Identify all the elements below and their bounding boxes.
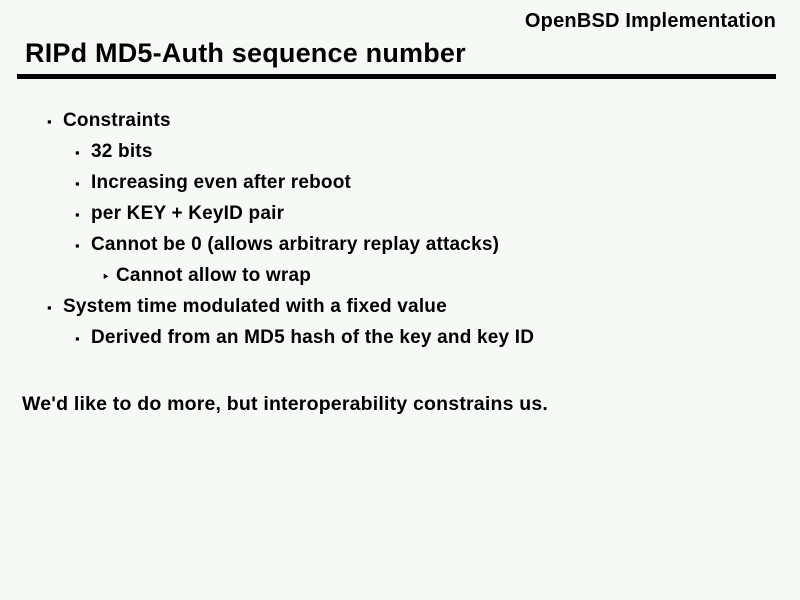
bullet-item: ▪ Increasing even after reboot xyxy=(0,167,780,198)
square-bullet-icon: ▪ xyxy=(75,331,80,346)
bullet-item: ▪ Derived from an MD5 hash of the key and… xyxy=(0,322,780,353)
bullet-text: per KEY + KeyID pair xyxy=(91,203,285,224)
corner-label: OpenBSD Implementation xyxy=(524,10,776,32)
closing-note: We'd like to do more, but interoperabili… xyxy=(22,393,549,415)
square-bullet-icon: ▪ xyxy=(75,207,80,222)
bullet-item: ▪ Constraints xyxy=(0,105,780,136)
title-underline-rule xyxy=(17,74,776,79)
bullet-item: ▪ Cannot be 0 (allows arbitrary replay at… xyxy=(0,229,780,260)
bullet-text: 32 bits xyxy=(91,141,153,162)
bullet-item: ‣ Cannot allow to wrap xyxy=(0,260,780,291)
bullet-text: Derived from an MD5 hash of the key and … xyxy=(91,327,535,348)
square-bullet-icon: ▪ xyxy=(75,176,80,191)
bullet-item: ▪ per KEY + KeyID pair xyxy=(0,198,780,229)
bullet-list: ▪ Constraints ▪ 32 bits ▪ Increasing even aft… xyxy=(0,105,780,353)
bullet-text: Cannot be 0 (allows arbitrary replay att… xyxy=(91,234,500,255)
square-bullet-icon: ▪ xyxy=(75,145,80,160)
triangle-bullet-icon: ‣ xyxy=(102,270,110,284)
bullet-text: Constraints xyxy=(63,110,171,131)
bullet-item: ▪ System time modulated with a fixed valu… xyxy=(0,291,780,322)
square-bullet-icon: ▪ xyxy=(75,238,80,253)
bullet-item: ▪ 32 bits xyxy=(0,136,780,167)
bullet-text: Increasing even after reboot xyxy=(91,172,352,193)
square-bullet-icon: ▪ xyxy=(47,300,52,315)
bullet-text: Cannot allow to wrap xyxy=(116,265,312,286)
slide-title: RIPd MD5-Auth sequence number xyxy=(25,38,466,68)
bullet-text: System time modulated with a fixed value xyxy=(63,296,447,317)
square-bullet-icon: ▪ xyxy=(47,114,52,129)
